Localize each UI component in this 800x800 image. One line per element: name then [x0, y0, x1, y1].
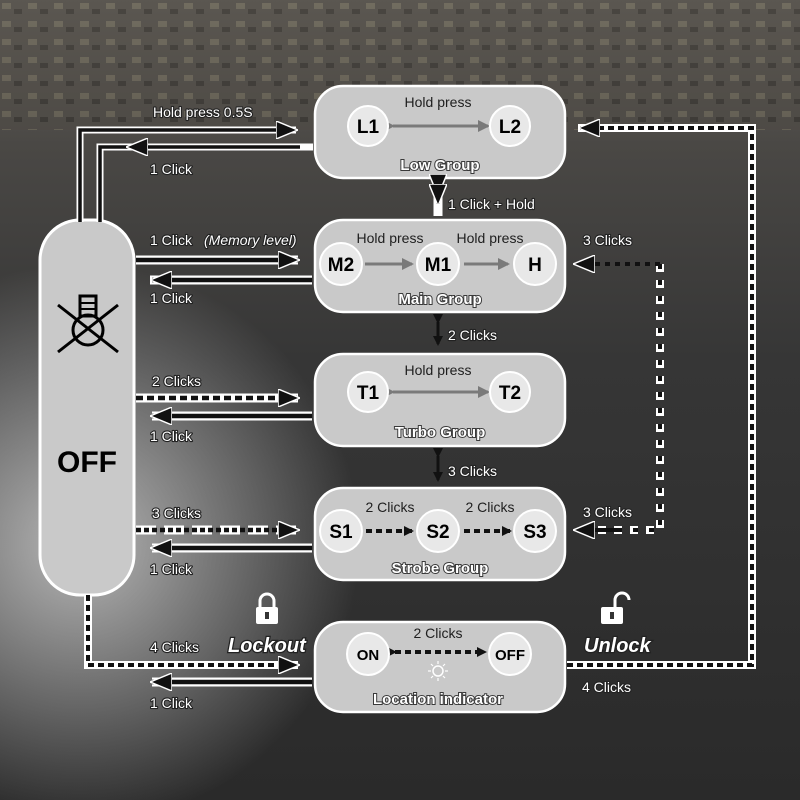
click-hold-label: 1 Click + Hold — [448, 196, 535, 212]
node-l2[interactable] — [489, 105, 531, 147]
main-turbo-label: 2 Clicks — [448, 327, 497, 343]
main-hold-label-2: Hold press — [457, 230, 524, 246]
node-on-label: ON — [357, 647, 380, 664]
node-l1-label: L1 — [357, 117, 380, 138]
main-back-label: 1 Click — [150, 290, 193, 306]
sun-icon — [428, 661, 448, 681]
turbo-group-title: Turbo Group — [395, 424, 486, 441]
main-group-title: Main Group — [398, 291, 481, 308]
s3-3clicks-label: 3 Clicks — [583, 504, 632, 520]
node-m1-label: M1 — [425, 255, 452, 276]
hold-05-label: Hold press 0.5S — [153, 104, 253, 120]
location-label: 2 Clicks — [413, 625, 462, 641]
lock-icon — [256, 592, 278, 624]
node-s2-label: S2 — [426, 522, 449, 543]
node-t1[interactable] — [347, 371, 389, 413]
low-back-arrow — [98, 145, 300, 222]
node-s1[interactable] — [319, 509, 363, 553]
node-m1[interactable] — [416, 242, 460, 286]
strobe-group-title: Strobe Group — [392, 560, 489, 577]
h-3clicks-label: 3 Clicks — [583, 232, 632, 248]
low-back-label: 1 Click — [150, 161, 193, 177]
memory-level-label: (Memory level) — [204, 232, 297, 248]
node-t2[interactable] — [489, 371, 531, 413]
unlock-4-label: 4 Clicks — [582, 679, 631, 695]
strobe-label-1: 2 Clicks — [365, 499, 414, 515]
strobe-in-label: 3 Clicks — [152, 505, 201, 521]
node-l2-label: L2 — [499, 117, 521, 138]
low-group-title: Low Group — [400, 157, 479, 174]
node-l1[interactable] — [347, 105, 389, 147]
unlock-icon — [601, 591, 631, 624]
node-s2[interactable] — [416, 509, 460, 553]
node-m2[interactable] — [319, 242, 363, 286]
lock-in-arrow — [86, 595, 298, 665]
node-m2-label: M2 — [328, 255, 354, 276]
turbo-strobe-label: 3 Clicks — [448, 463, 497, 479]
unlock-arrow — [567, 128, 754, 667]
node-t2-label: T2 — [499, 383, 521, 404]
main-hold-label-1: Hold press — [357, 230, 424, 246]
unlock-label: Unlock — [584, 635, 652, 657]
node-s3[interactable] — [513, 509, 557, 553]
lock-in-label: 4 Clicks — [150, 639, 199, 655]
hold-arrow — [78, 130, 296, 222]
node-off[interactable] — [488, 632, 532, 676]
low-hold-label: Hold press — [405, 94, 472, 110]
node-h[interactable] — [513, 242, 557, 286]
lock-back-label: 1 Click — [150, 695, 193, 711]
strobe-label-2: 2 Clicks — [465, 499, 514, 515]
turbo-in-label: 2 Clicks — [152, 373, 201, 389]
off-panel[interactable] — [38, 218, 136, 597]
turbo-back-label: 1 Click — [150, 428, 193, 444]
strobe-back-label: 1 Click — [150, 561, 193, 577]
node-s3-label: S3 — [523, 522, 546, 543]
bulb-off-icon — [57, 294, 119, 354]
node-on[interactable] — [346, 632, 390, 676]
main-in-label: 1 Click — [150, 232, 193, 248]
location-group-title: Location indicator — [373, 691, 503, 708]
turbo-hold-label: Hold press — [405, 362, 472, 378]
lockout-label: Lockout — [228, 635, 307, 657]
node-t1-label: T1 — [357, 383, 380, 404]
node-h-label: H — [528, 255, 542, 276]
node-s1-label: S1 — [329, 522, 353, 543]
node-off-label: OFF — [495, 647, 525, 664]
off-label: OFF — [57, 446, 117, 479]
